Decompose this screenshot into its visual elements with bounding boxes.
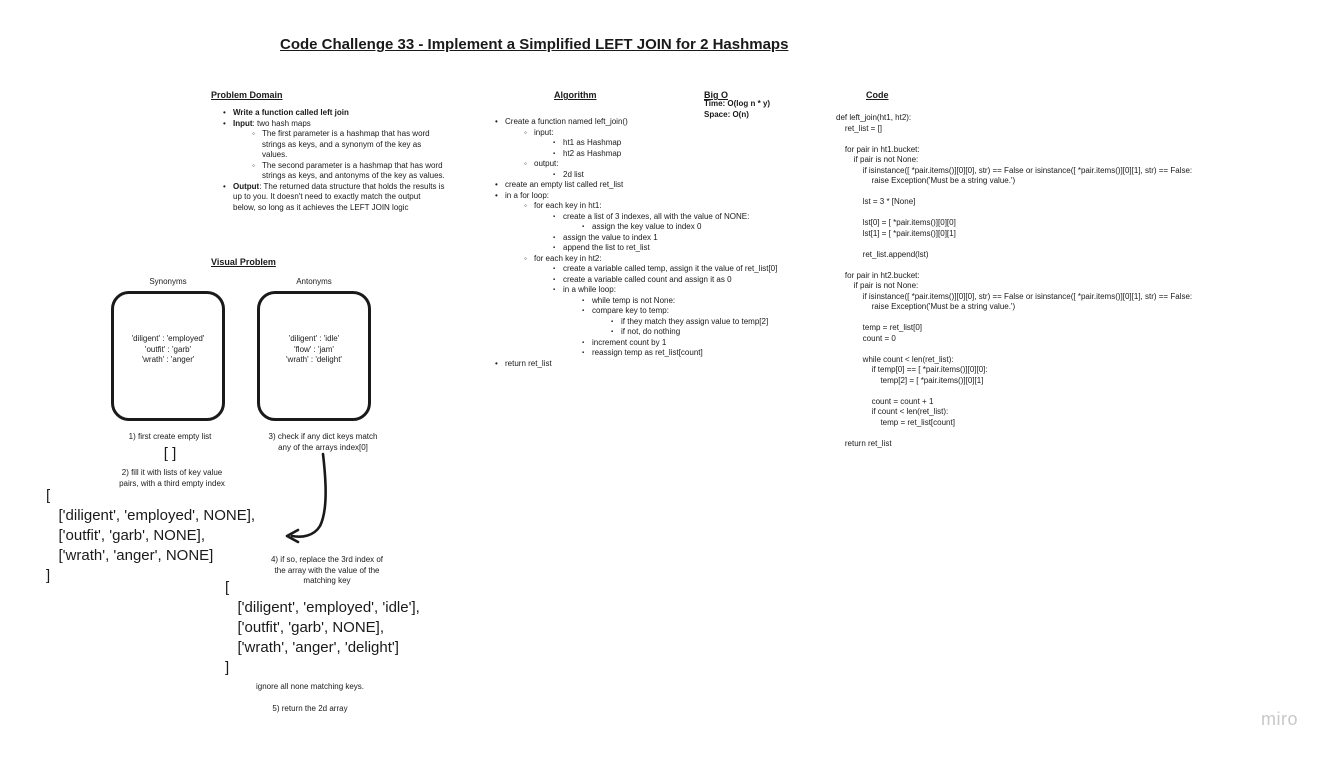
initial-2d-list: [ ['diligent', 'employed', NONE], ['outf…	[46, 487, 256, 584]
alg-line: create an empty list called ret_list	[493, 180, 793, 191]
alg-line: ht1 as Hashmap	[551, 138, 793, 149]
joined-2d-list: [ ['diligent', 'employed', 'idle'], ['ou…	[225, 579, 420, 676]
problem-domain-list: Write a function called left join Input:…	[221, 108, 449, 213]
ignore-note: ignore all none matching keys.	[255, 682, 365, 691]
alg-line: assign the key value to index 0	[580, 222, 793, 233]
pd-item-function: Write a function called left join	[221, 108, 449, 119]
alg-line: append the list to ret_list	[551, 243, 793, 254]
alg-line: for each key in ht1: create a list of 3 …	[522, 201, 793, 254]
visual-problem-heading: Visual Problem	[211, 257, 276, 267]
alg-line: assign the value to index 1	[551, 233, 793, 244]
big-o-values: Time: O(log n * y) Space: O(n)	[704, 99, 770, 120]
alg-line: create a list of 3 indexes, all with the…	[551, 212, 793, 233]
antonyms-hashmap-card: 'diligent' : 'idle' 'flow' : 'jam' 'wrat…	[257, 291, 371, 421]
big-o-heading: Big O	[704, 90, 728, 100]
alg-line: 2d list	[551, 170, 793, 181]
code-block: def left_join(ht1, ht2): ret_list = [] f…	[836, 113, 1193, 448]
step2-caption: 2) fill it with lists of key value pairs…	[119, 468, 225, 488]
alg-line: create a variable called count and assig…	[551, 275, 793, 286]
empty-list: [ ]	[163, 445, 177, 462]
miro-watermark: miro	[1261, 709, 1298, 729]
alg-line: compare key to temp: if they match they …	[580, 306, 793, 338]
step4-caption: 4) if so, replace the 3rd index of the a…	[270, 555, 384, 585]
alg-line: in a while loop: while temp is not None:…	[551, 285, 793, 359]
step3-caption: 3) check if any dict keys match any of t…	[268, 432, 378, 452]
pd-input-param1: The first parameter is a hashmap that ha…	[250, 129, 447, 161]
algorithm-heading: Algorithm	[554, 90, 597, 100]
step1-caption: 1) first create empty list	[128, 432, 212, 441]
alg-line: output: 2d list	[522, 159, 793, 180]
alg-line: Create a function named left_join() inpu…	[493, 117, 793, 180]
synonyms-entries: 'diligent' : 'employed' 'outfit' : 'garb…	[131, 334, 205, 364]
synonyms-hashmap-card: 'diligent' : 'employed' 'outfit' : 'garb…	[111, 291, 225, 421]
pd-item-input: Input: two hash maps The first parameter…	[221, 119, 449, 182]
big-o-time: Time: O(log n * y)	[704, 99, 771, 108]
code-heading: Code	[866, 90, 889, 100]
pd-item-output: Output: The returned data structure that…	[221, 182, 445, 214]
algorithm-list: Create a function named left_join() inpu…	[493, 117, 793, 369]
alg-line: for each key in ht2: create a variable c…	[522, 254, 793, 359]
antonyms-entries: 'diligent' : 'idle' 'flow' : 'jam' 'wrat…	[286, 334, 342, 364]
arrow-connector	[285, 452, 327, 544]
alg-line: while temp is not None:	[580, 296, 793, 307]
pd-input-param2: The second parameter is a hashmap that h…	[250, 161, 447, 182]
page-title: Code Challenge 33 - Implement a Simplifi…	[280, 36, 789, 53]
alg-line: if not, do nothing	[609, 327, 793, 338]
alg-line: increment count by 1	[580, 338, 793, 349]
alg-line: reassign temp as ret_list[count]	[580, 348, 793, 359]
alg-line: if they match they assign value to temp[…	[609, 317, 793, 328]
step5-caption: 5) return the 2d array	[272, 704, 348, 713]
antonyms-label: Antonyms	[296, 277, 332, 286]
alg-line: in a for loop: for each key in ht1: crea…	[493, 191, 793, 359]
alg-line: input: ht1 as Hashmap ht2 as Hashmap	[522, 128, 793, 160]
problem-domain-heading: Problem Domain	[211, 90, 283, 100]
alg-line: create a variable called temp, assign it…	[551, 264, 793, 275]
big-o-space: Space: O(n)	[704, 109, 749, 119]
synonyms-label: Synonyms	[149, 277, 187, 286]
alg-line: return ret_list	[493, 359, 793, 370]
alg-line: ht2 as Hashmap	[551, 149, 793, 160]
